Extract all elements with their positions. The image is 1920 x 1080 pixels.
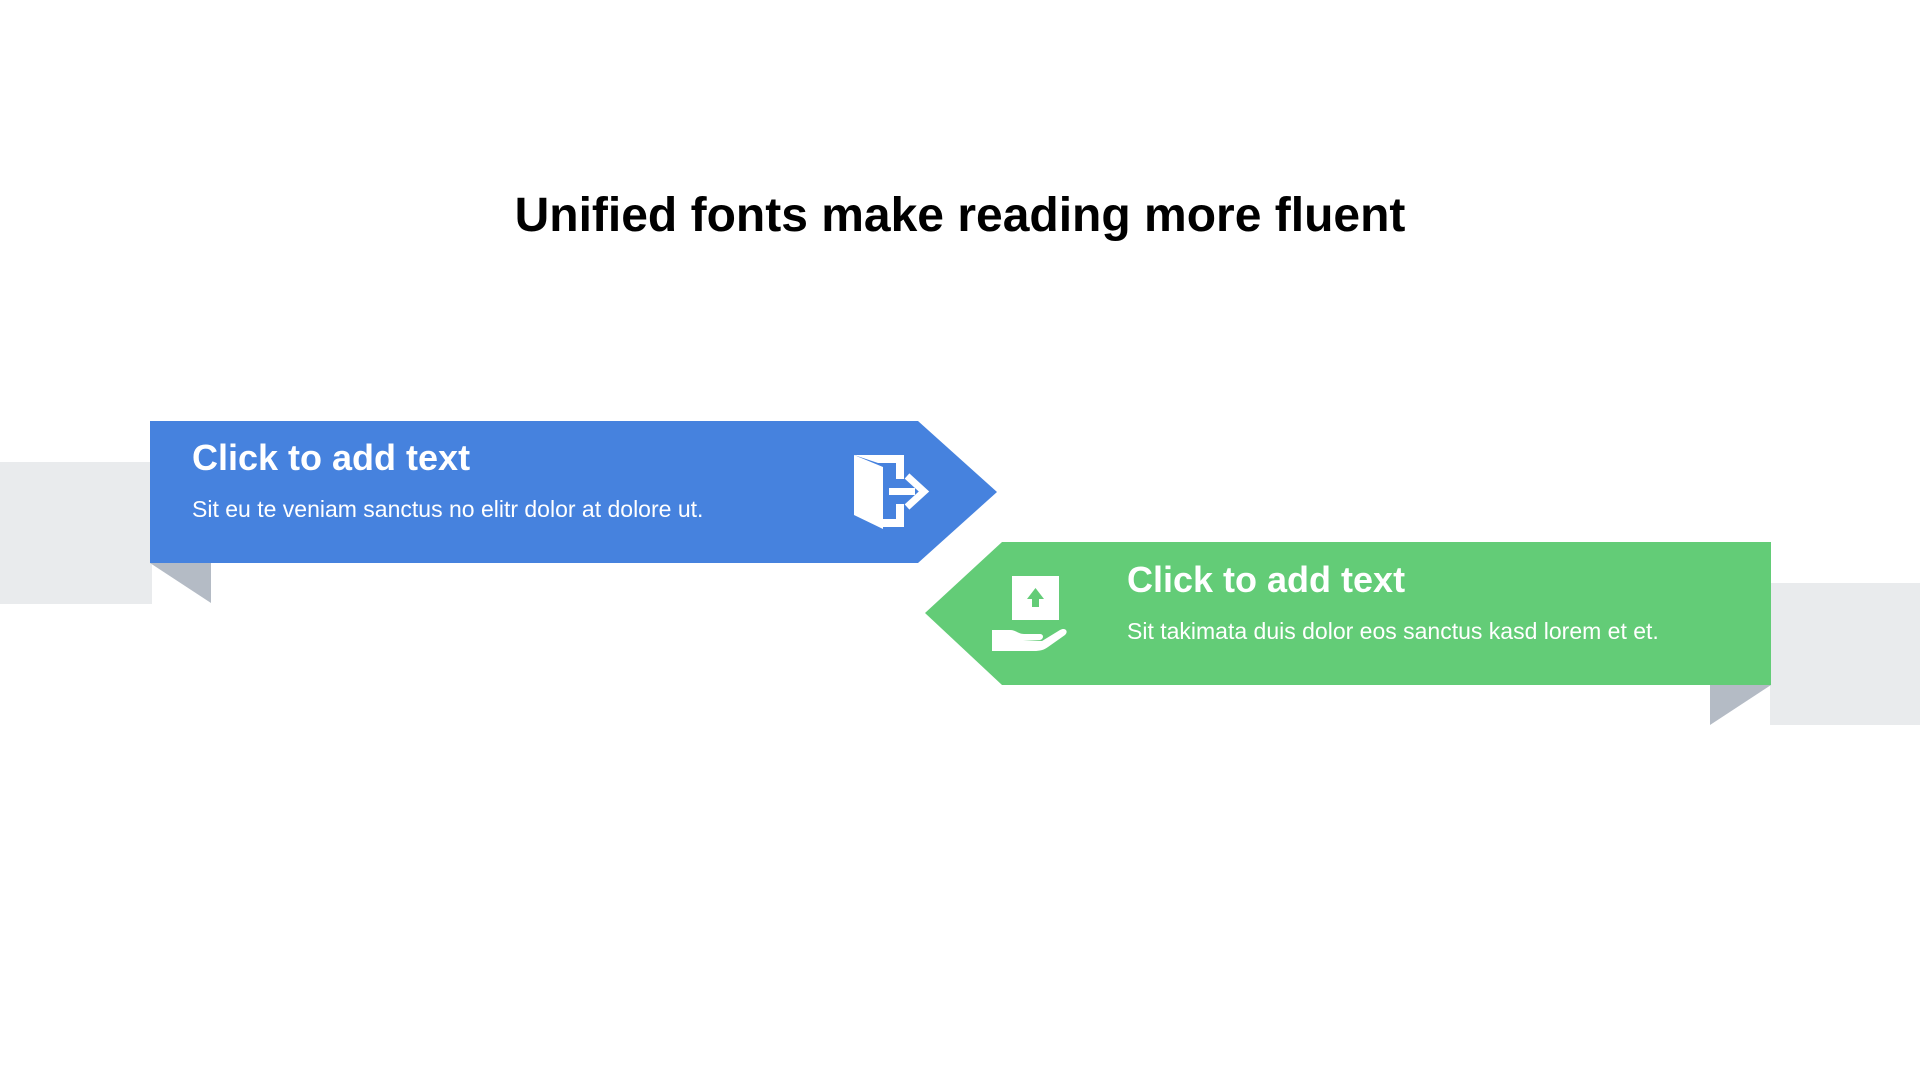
card-1-heading[interactable]: Click to add text bbox=[192, 437, 471, 478]
right-background-band bbox=[1770, 583, 1920, 725]
card-1-text: Click to add text Sit eu te veniam sanct… bbox=[192, 436, 703, 524]
green-arrow-ribbon[interactable] bbox=[925, 542, 1771, 685]
card-1-body[interactable]: Sit eu te veniam sanctus no elitr dolor … bbox=[192, 496, 704, 522]
blue-arrow-ribbon[interactable] bbox=[150, 421, 997, 563]
left-background-band bbox=[0, 462, 152, 604]
exit-door-icon bbox=[854, 455, 930, 529]
slide-title[interactable]: Unified fonts make reading more fluent bbox=[514, 189, 1406, 242]
card-2-text: Click to add text Sit takimata duis dolo… bbox=[1127, 558, 1659, 646]
hand-holding-box-icon bbox=[992, 576, 1067, 651]
left-ribbon-fold bbox=[150, 563, 211, 603]
right-ribbon-fold bbox=[1710, 685, 1771, 725]
card-2-body[interactable]: Sit takimata duis dolor eos sanctus kasd… bbox=[1127, 618, 1659, 644]
card-2-heading[interactable]: Click to add text bbox=[1127, 559, 1406, 600]
